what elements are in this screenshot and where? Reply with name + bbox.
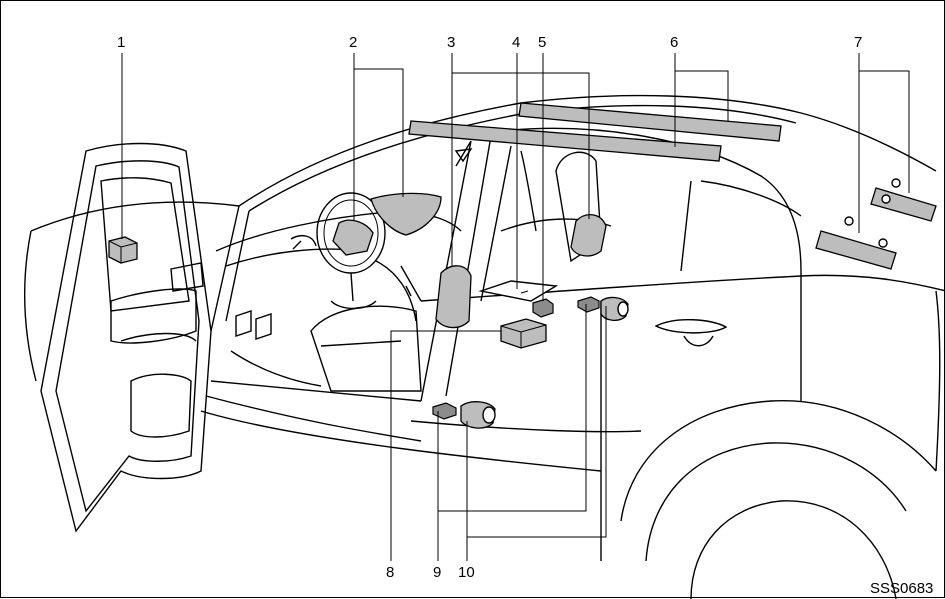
interior-illustration xyxy=(215,140,612,392)
open-front-door xyxy=(40,142,212,533)
callout-8: 8 xyxy=(386,564,394,581)
callout-labels: 1 2 3 4 5 6 7 8 9 10 xyxy=(117,34,862,581)
door-sensor-box xyxy=(108,236,138,264)
callout-2: 2 xyxy=(349,34,357,51)
callout-4: 4 xyxy=(512,34,520,51)
callout-7: 7 xyxy=(854,34,862,51)
pretensioner-units xyxy=(432,296,629,429)
occupant-sensor-mat xyxy=(478,280,559,302)
leader-lines xyxy=(121,53,910,561)
front-airbag-modules xyxy=(332,192,442,256)
car-body-illustration xyxy=(24,94,945,599)
control-unit xyxy=(500,318,547,349)
callout-5: 5 xyxy=(538,34,546,51)
callout-1: 1 xyxy=(117,34,125,51)
image-code: SSS0683 xyxy=(870,580,933,597)
sensor-small-box xyxy=(532,298,554,318)
callout-6: 6 xyxy=(670,34,678,51)
callout-10: 10 xyxy=(458,564,475,581)
callout-9: 9 xyxy=(433,564,441,581)
curtain-airbags xyxy=(408,102,937,270)
side-airbag-modules xyxy=(435,214,607,329)
callout-3: 3 xyxy=(447,34,455,51)
